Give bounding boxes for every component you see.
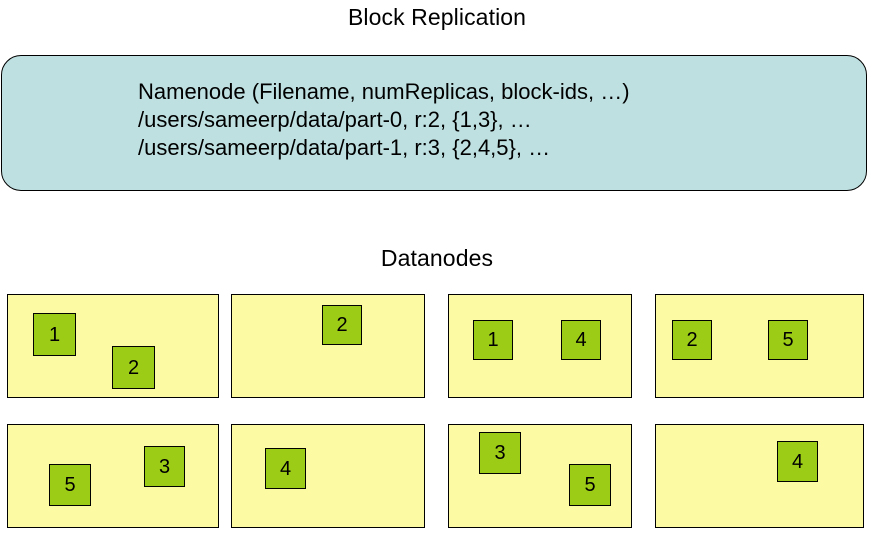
page-title: Block Replication: [347, 4, 527, 30]
data-block: 4: [561, 320, 601, 360]
namenode-box: [1, 55, 867, 191]
datanode-rack: [231, 424, 425, 528]
namenode-schema-line: Namenode (Filename, numReplicas, block-i…: [138, 79, 630, 104]
namenode-file-part-1-line: /users/sameerp/data/part-1, r:3, {2,4,5}…: [138, 135, 551, 160]
datanode-rack: [7, 424, 219, 528]
datanode-rack: [655, 424, 864, 528]
namenode-file-part-0-line: /users/sameerp/data/part-0, r:2, {1,3}, …: [138, 107, 532, 132]
datanodes-section-title: Datanodes: [380, 245, 494, 271]
data-block: 4: [777, 441, 818, 482]
data-block: 5: [768, 320, 808, 360]
data-block: 2: [322, 305, 362, 345]
data-block: 5: [49, 464, 91, 506]
namenode-metadata-text: Namenode (Filename, numReplicas, block-i…: [138, 78, 630, 162]
data-block: 2: [672, 320, 712, 360]
data-block: 3: [479, 432, 521, 474]
data-block: 1: [33, 313, 76, 356]
data-block: 2: [112, 346, 155, 389]
data-block: 4: [265, 448, 306, 489]
data-block: 3: [144, 446, 185, 487]
data-block: 5: [569, 464, 611, 506]
data-block: 1: [473, 320, 513, 360]
